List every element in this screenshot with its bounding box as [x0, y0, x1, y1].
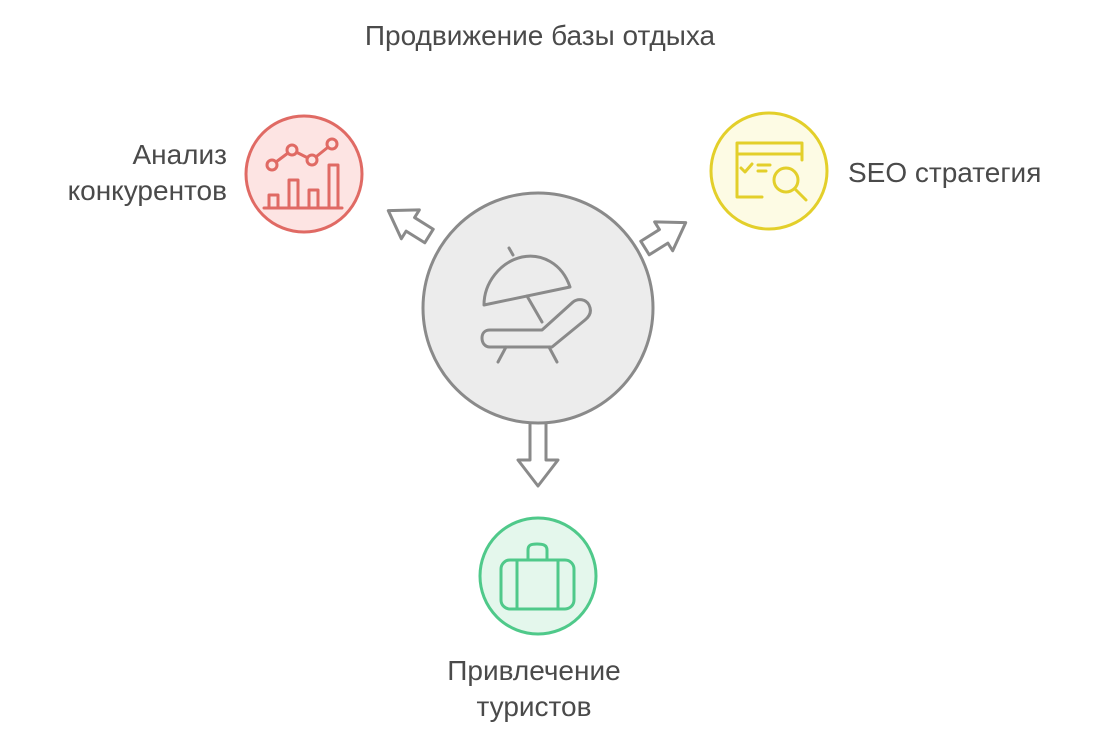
- beach-umbrella-lounger-icon: [480, 246, 592, 364]
- competitor-analysis-label: Анализ конкурентов: [68, 137, 227, 209]
- attract-tourists-label-line-2: туристов: [476, 691, 592, 722]
- browser-search-icon: [735, 141, 808, 202]
- attract-tourists-label: Привлечение туристов: [384, 653, 684, 725]
- arrow-to-competitor-analysis: [386, 208, 435, 245]
- seo-strategy-label: SEO стратегия: [848, 155, 1041, 191]
- attract-tourists-circle: [478, 516, 598, 636]
- seo-strategy-circle: [709, 111, 829, 231]
- suitcase-icon: [499, 542, 576, 611]
- arrow-to-seo-strategy: [639, 220, 688, 257]
- competitor-analysis-label-line-2: конкурентов: [67, 175, 227, 206]
- analytics-chart-icon: [262, 137, 344, 210]
- attract-tourists-label-line-1: Привлечение: [447, 655, 621, 686]
- arrow-to-attract-tourists: [516, 420, 560, 488]
- diagram-title: Продвижение базы отдыха: [364, 20, 716, 51]
- competitor-analysis-label-line-1: Анализ: [132, 139, 227, 170]
- competitor-analysis-circle: [244, 114, 364, 234]
- seo-strategy-label-line-1: SEO стратегия: [848, 157, 1042, 188]
- center-circle: [421, 191, 655, 425]
